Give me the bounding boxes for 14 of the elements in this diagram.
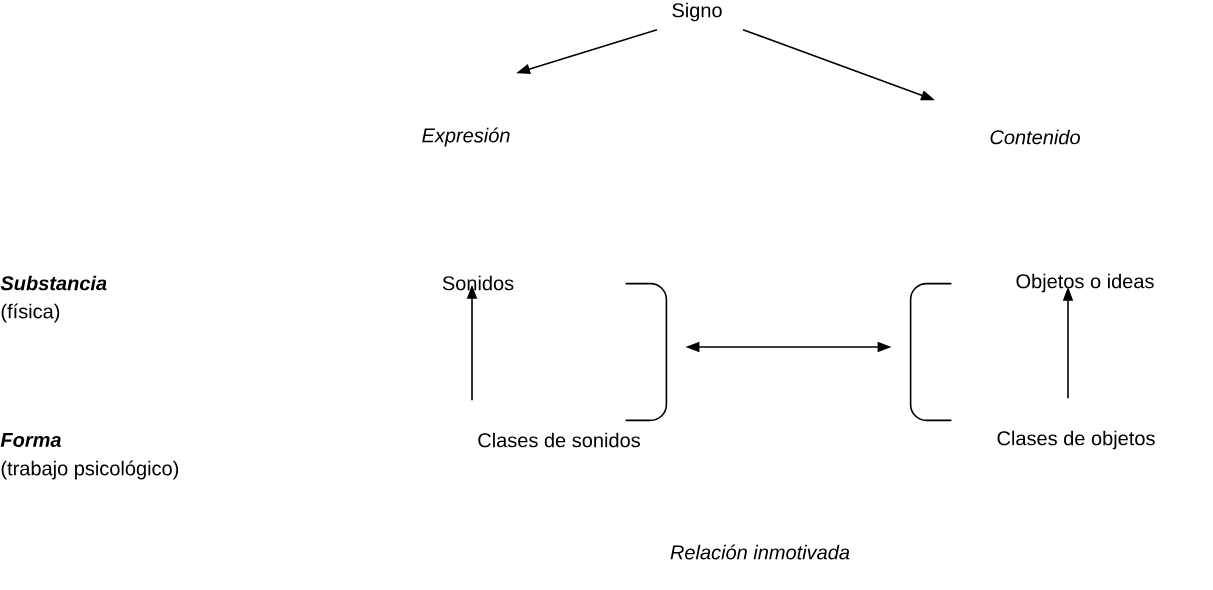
bracket xyxy=(624,282,668,422)
word-label: Clases de objetos xyxy=(997,430,1155,450)
text-label: (física) xyxy=(1,303,60,323)
text-label: Forma xyxy=(0,433,61,447)
text-label: Substancia xyxy=(0,275,107,291)
text-label: (trabajo psicológico) xyxy=(1,460,179,480)
word-label: Objetos o ideas xyxy=(1016,273,1154,293)
bracket xyxy=(909,282,953,422)
word-label: Sonidos xyxy=(442,275,514,291)
word-label: Contenido xyxy=(990,129,1080,145)
word-label: Signo xyxy=(672,2,722,22)
text-label: Relación inmotivada xyxy=(670,544,850,560)
word-label: Expresión xyxy=(422,127,510,147)
word-label: Clases de sonidos xyxy=(478,432,640,448)
